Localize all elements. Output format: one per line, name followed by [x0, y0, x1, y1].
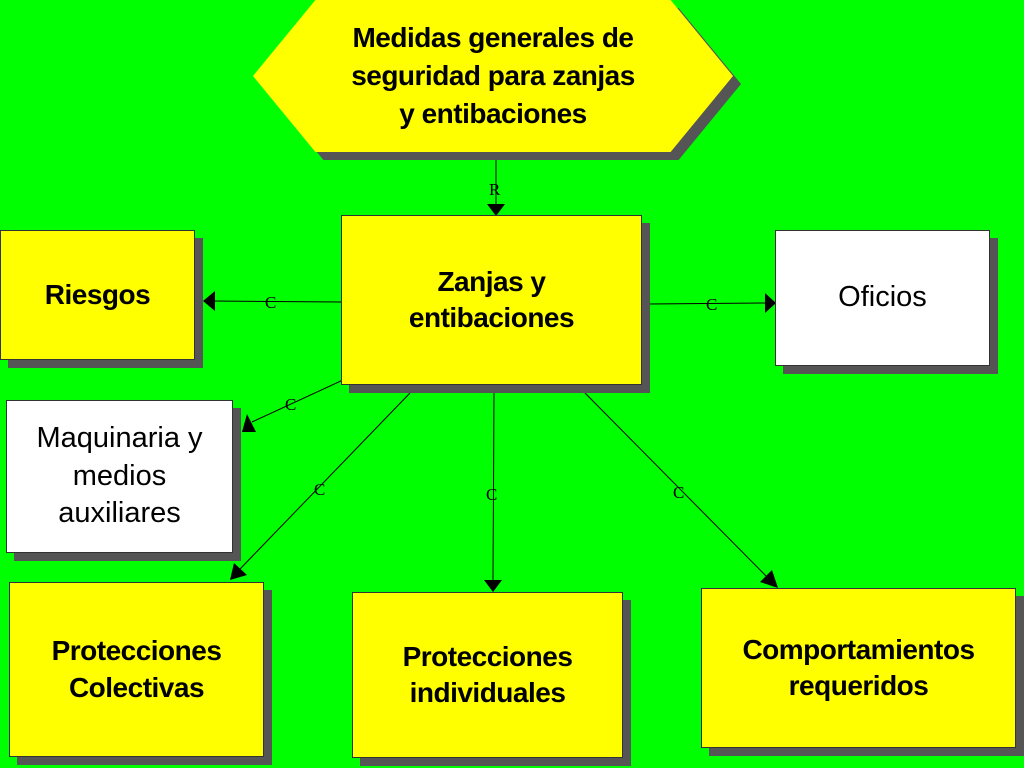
edge-center-to-individuales: C [484, 392, 502, 592]
edge-label-center-to-oficios: C [706, 295, 717, 314]
center-node: Zanjas y entibaciones [341, 215, 642, 385]
riesgos-node: Riesgos [0, 230, 195, 360]
edge-label-center-to-maquinaria: C [285, 395, 296, 414]
comportamientos-node: Comportamientos requeridos [701, 588, 1016, 748]
edge-center-to-maquinaria: C [242, 379, 344, 432]
oficios-node: Oficios [775, 230, 990, 366]
maquinaria-node: Maquinaria y medios auxiliares [6, 400, 233, 553]
root-node: Medidas generales de seguridad para zanj… [253, 0, 741, 160]
edge-center-to-riesgos: C [203, 291, 342, 312]
edge-center-to-colectivas: C [230, 392, 411, 580]
edge-label-center-to-comportamientos: C [673, 483, 684, 502]
root-node-shape [253, 0, 733, 152]
edge-label-center-to-individuales: C [486, 485, 497, 504]
edge-root-to-center: R [487, 158, 505, 216]
edge-center-to-comportamientos: C [584, 392, 778, 588]
edge-center-to-oficios: C [648, 293, 776, 314]
edge-label-root-to-center: R [489, 180, 501, 199]
edge-label-center-to-colectivas: C [314, 480, 325, 499]
protecciones-individuales-node: Protecciones individuales [352, 592, 623, 758]
root-node-label: Medidas generales de seguridad para zanj… [351, 22, 635, 129]
protecciones-colectivas-node: Protecciones Colectivas [9, 582, 264, 757]
edge-label-center-to-riesgos: C [265, 293, 276, 312]
